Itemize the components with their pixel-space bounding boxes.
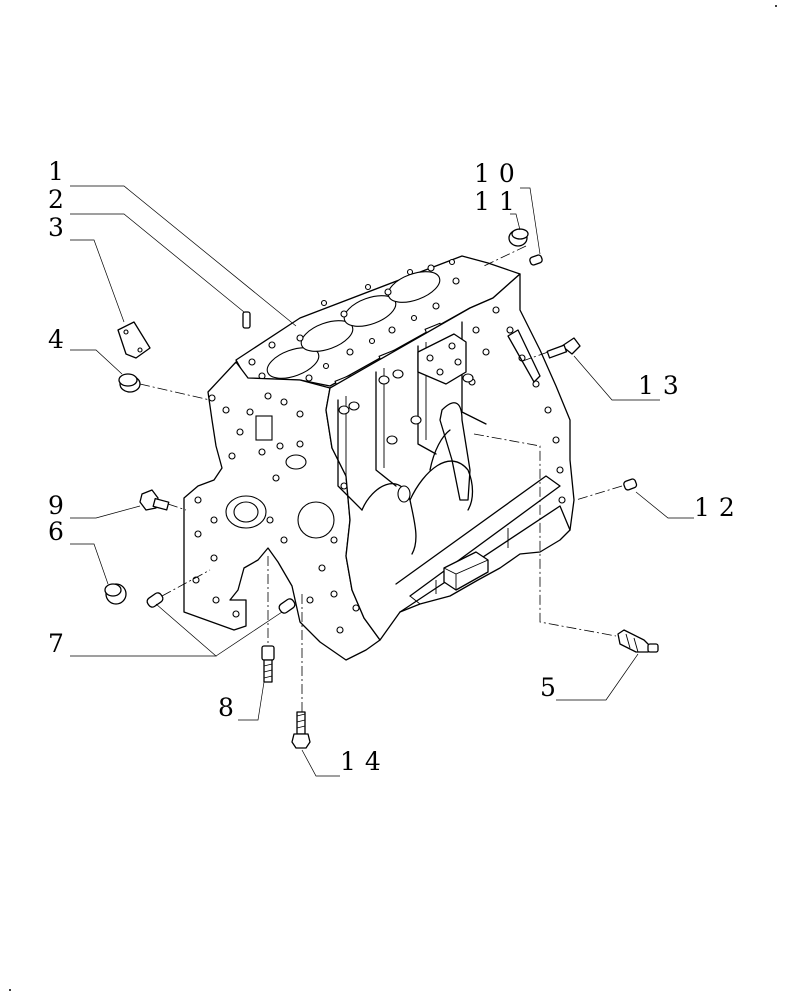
- pan-flange: [435, 528, 509, 594]
- engine-block: [183, 255, 575, 661]
- leader-8: [238, 681, 265, 721]
- rear-slot: [507, 329, 541, 383]
- leader-3: [70, 239, 125, 323]
- part-7-dowels: [146, 592, 296, 614]
- corner-speck-bottom-left: [9, 989, 11, 991]
- part-5-sensor: [617, 629, 659, 653]
- assembly-axis-lines: [139, 245, 623, 712]
- part-6-plug: [104, 583, 127, 605]
- corner-speck-top-right: [775, 5, 777, 7]
- leader-9: [70, 505, 141, 519]
- rib-1: [337, 399, 363, 511]
- front-oil-port: [285, 454, 307, 470]
- callout-labels: 1 2 3 4 5 6 7 8 9 10 11 12 13 14: [48, 157, 744, 776]
- callout-10: 10: [474, 159, 524, 188]
- gallery-rib: [439, 402, 471, 501]
- callout-4: 4: [48, 325, 73, 354]
- part-13-screw: [546, 337, 581, 359]
- part-3-cover-plate: [117, 321, 151, 359]
- callout-5: 5: [540, 673, 565, 702]
- callout-3: 3: [48, 213, 73, 242]
- block-side-face: [325, 273, 575, 641]
- leader-13: [573, 355, 660, 401]
- leader-1: [70, 185, 297, 327]
- leader-12: [635, 491, 694, 519]
- callout-9: 9: [48, 491, 73, 520]
- part-9-bolt: [139, 489, 170, 511]
- callout-8: 8: [218, 693, 243, 722]
- part-4-plug: [118, 373, 141, 393]
- part-11-pin: [529, 254, 543, 266]
- pan-rail-inner: [409, 595, 421, 605]
- callout-leaders: [70, 185, 694, 777]
- part-2-dowel-pin: [242, 311, 251, 329]
- leader-5: [556, 653, 639, 701]
- part-10-bushing: [508, 228, 529, 247]
- rib-3: [417, 345, 437, 455]
- side-studs: [338, 369, 474, 445]
- leader-6: [70, 543, 109, 585]
- saddle-hole: [397, 485, 411, 503]
- cylinder-bore-2: [300, 320, 354, 352]
- front-cam-bore-inner: [233, 501, 259, 523]
- front-crank-bore: [297, 501, 335, 539]
- part-14-hex-bolt: [291, 711, 311, 749]
- callout-12: 12: [694, 493, 744, 522]
- leader-14: [301, 749, 340, 777]
- callout-14: 14: [340, 747, 390, 776]
- leader-4: [70, 349, 123, 375]
- leader-10: [520, 187, 541, 255]
- cylinder-bore-1: [266, 347, 320, 379]
- part-12-pin: [623, 478, 638, 491]
- front-window: [255, 415, 273, 441]
- leader-11: [510, 213, 521, 231]
- bearing-saddle-2: [409, 460, 474, 511]
- callout-7: 7: [48, 629, 73, 658]
- callout-11: 11: [474, 187, 524, 216]
- part-8-bolt: [261, 645, 275, 683]
- leader-7: [70, 603, 283, 657]
- callout-13: 13: [638, 371, 688, 400]
- bearing-saddle-3: [429, 429, 451, 471]
- oil-pump-boss: [443, 551, 489, 591]
- callout-1: 1: [48, 157, 73, 186]
- callout-2: 2: [48, 185, 73, 214]
- callout-6: 6: [48, 517, 73, 546]
- leader-2: [70, 213, 245, 313]
- deck-bolt-holes: [248, 258, 460, 382]
- pan-rail: [395, 475, 561, 597]
- rib-2: [375, 371, 397, 487]
